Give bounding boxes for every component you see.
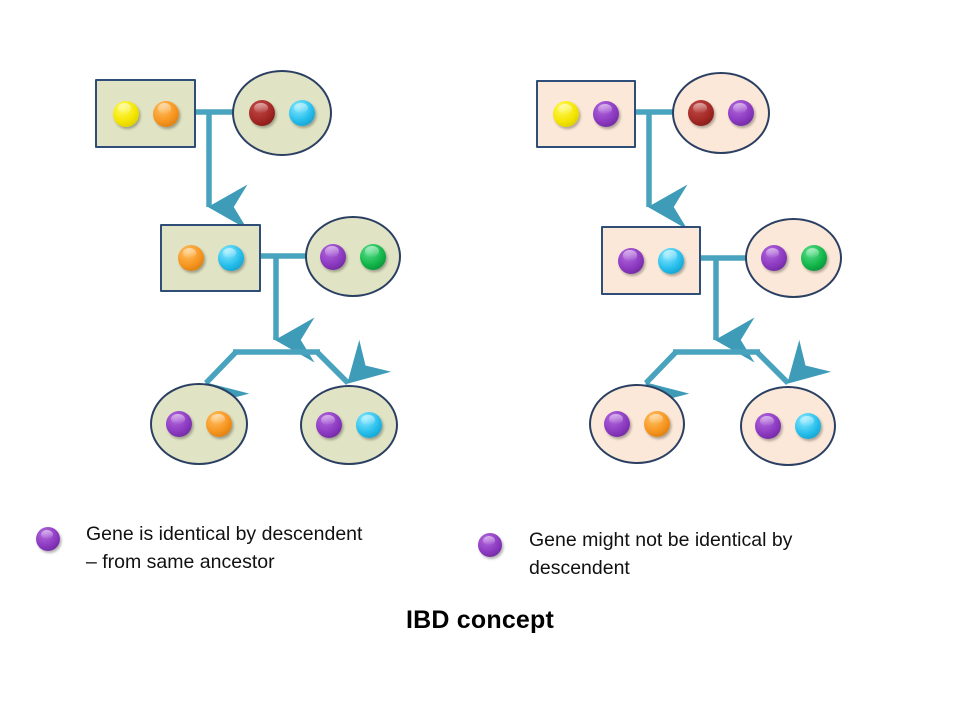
allele-purple <box>728 100 754 126</box>
legend-dot-icon <box>478 533 502 557</box>
allele-purple <box>760 245 787 271</box>
allele-cyan <box>795 413 821 439</box>
child-arrow-left-2 <box>315 339 392 385</box>
allele-purple <box>166 411 192 437</box>
right-gen3-child-2[interactable] <box>740 386 836 466</box>
allele-darkred <box>249 100 275 126</box>
left-gen3-child-2[interactable] <box>300 385 398 465</box>
child-arrow-right-1 <box>644 350 690 426</box>
allele-purple <box>604 411 630 437</box>
allele-cyan <box>356 412 382 438</box>
allele-orange <box>206 411 232 437</box>
left-gen1-mother[interactable] <box>232 70 332 156</box>
legend-item-not-ibd: Gene might not be identical by descenden… <box>478 527 858 582</box>
allele-cyan <box>658 247 684 274</box>
allele-purple <box>316 412 342 438</box>
right-connectors <box>636 109 832 426</box>
legend-label-not-ibd: Gene might not be identical by descenden… <box>529 529 793 579</box>
allele-purple <box>320 243 346 270</box>
allele-cyan <box>289 100 315 126</box>
legend-label-ibd: Gene is identical by descendent – from s… <box>86 523 363 573</box>
left-gen2-mother[interactable] <box>305 216 401 297</box>
allele-purple <box>593 101 619 127</box>
allele-orange <box>644 411 670 437</box>
right-gen2-father[interactable] <box>601 226 701 295</box>
allele-darkred <box>688 100 714 126</box>
allele-orange <box>177 245 204 271</box>
allele-yellow <box>112 100 139 127</box>
allele-green <box>360 243 386 270</box>
left-gen2-father[interactable] <box>160 224 261 292</box>
left-gen3-child-1[interactable] <box>150 383 248 465</box>
legend-item-ibd: Gene is identical by descendent – from s… <box>36 521 426 576</box>
right-gen2-mother[interactable] <box>745 218 842 298</box>
child-arrow-right-2 <box>755 339 832 385</box>
left-gen1-father[interactable] <box>95 79 196 148</box>
right-gen3-child-1[interactable] <box>589 384 685 464</box>
legend-dot-icon <box>36 527 60 551</box>
allele-green <box>800 245 827 271</box>
right-gen1-father[interactable] <box>536 80 636 148</box>
allele-cyan <box>217 245 244 271</box>
child-arrow-left-1 <box>204 350 250 426</box>
right-gen1-mother[interactable] <box>672 72 770 154</box>
left-connectors <box>196 109 392 426</box>
allele-purple <box>618 247 644 274</box>
diagram-title: IBD concept <box>405 606 555 634</box>
allele-purple <box>755 413 781 439</box>
allele-yellow <box>553 101 579 127</box>
allele-orange <box>152 100 179 127</box>
